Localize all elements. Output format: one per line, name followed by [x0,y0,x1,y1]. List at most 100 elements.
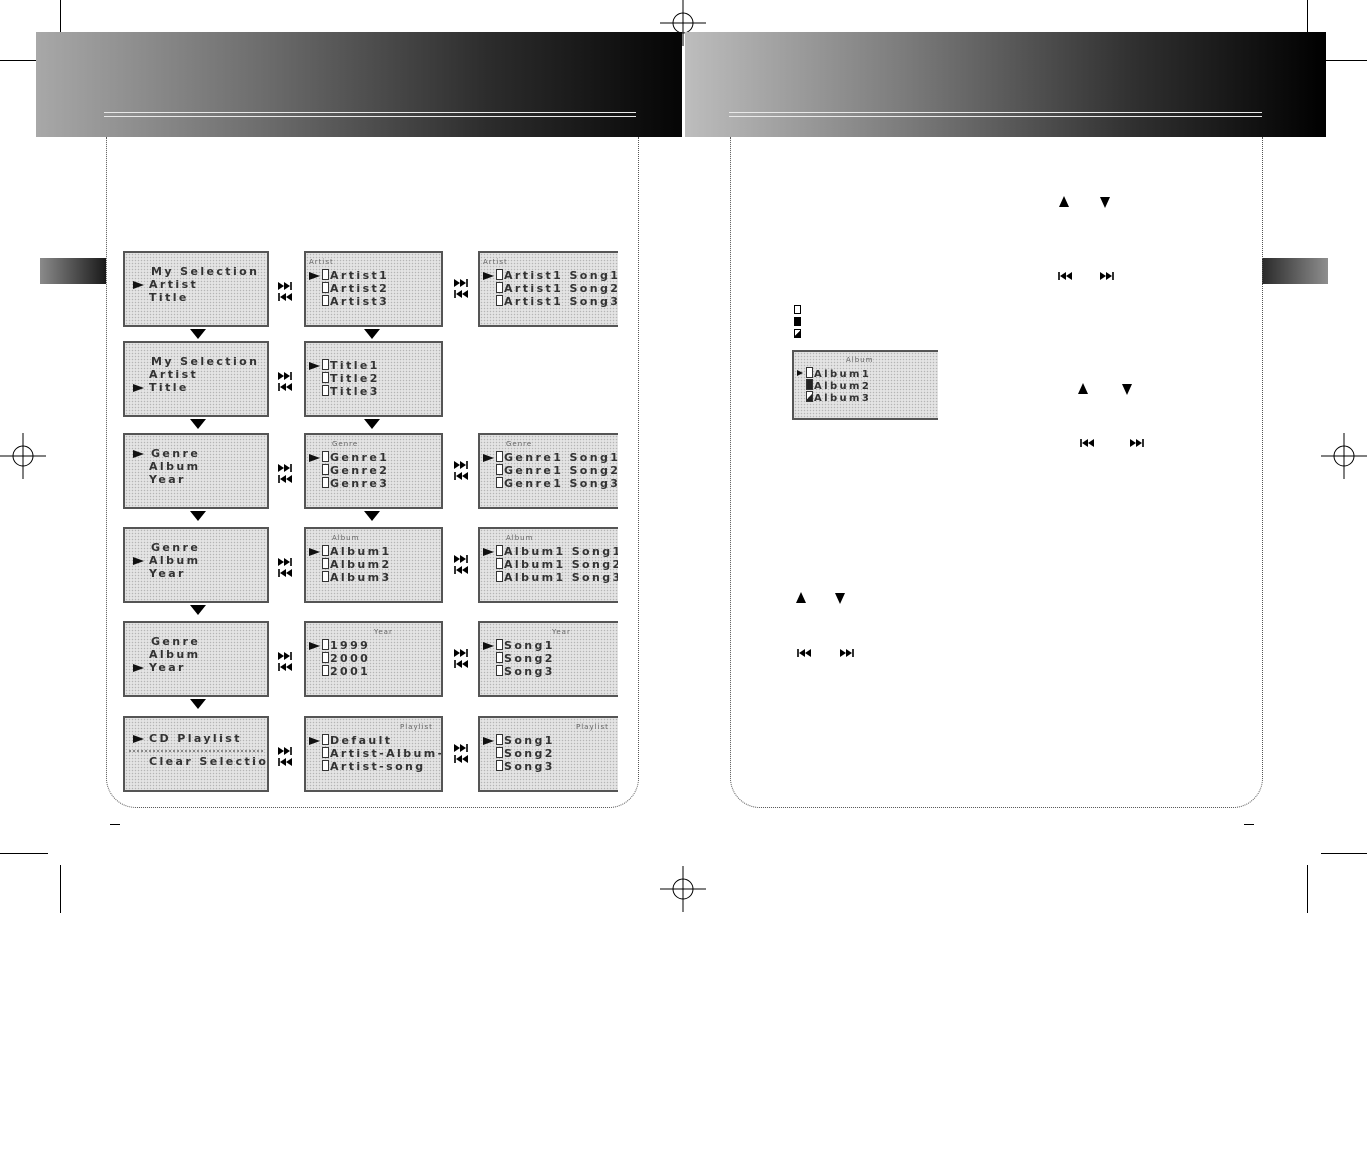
screen-header: Album [506,534,534,542]
registration-mark-icon [660,0,706,46]
selection-pointer-icon [309,454,320,462]
list-item-label: Artist-song [330,760,426,773]
list-item-label: Artist1 Song1 [504,269,618,282]
down-arrow-icon [364,329,380,339]
selection-pointer-icon [133,450,144,458]
screen-header: Year [552,628,571,636]
registration-mark-icon [0,433,46,479]
skip-back-icon [454,660,468,676]
selection-pointer-icon [309,362,320,370]
list-item: Genre2 [322,464,389,477]
down-arrow-icon [190,605,206,615]
checkbox-icon [496,269,503,280]
left-page-frame [106,137,639,808]
up-arrow-icon [796,592,806,603]
crop-mark [60,865,61,913]
menu-option-label: Genre [151,541,201,554]
checkbox-icon [322,464,329,475]
crop-mark [1307,865,1308,913]
checkbox-icon [322,760,329,771]
list-item-label: Artist2 [330,282,390,295]
down-arrow-icon [364,419,380,429]
list-item-label: Song1 [504,734,555,747]
list-item: Album3 [806,391,871,405]
checkbox-icon [322,282,329,293]
list-item: Genre1 [322,451,389,464]
checkbox-icon [322,385,329,396]
list-item-label: Title3 [330,385,380,398]
menu-option-label: Album [149,648,201,661]
checkbox-icon [496,665,503,676]
checkbox-icon [496,652,503,663]
menu-option-label: Artist [149,278,199,291]
checkbox-icon [322,477,329,488]
skip-back-icon [454,566,468,582]
checkbox-icon [806,367,813,378]
menu-option-label: Title [149,291,189,304]
skip-forward-icon [1128,439,1144,455]
list-item: Artist1 Song1 [496,269,618,282]
left-side-tab [40,258,106,284]
selection-pointer-icon [309,272,320,280]
selection-pointer-icon [133,281,144,289]
list-item-label: Album3 [330,571,392,584]
list-item-label: Genre3 [330,477,390,490]
list-item-label: 2001 [330,665,371,678]
list-item: Song1 [496,639,555,652]
menu-option-label: Album [149,460,201,473]
checkbox-icon [322,734,329,745]
skip-back-icon [454,290,468,306]
list-item-label: 1999 [330,639,371,652]
left-page-header [36,32,682,137]
down-arrow-icon [190,329,206,339]
registration-mark-icon [660,866,706,912]
checkbox-icon [496,639,503,650]
menu-option-label: Year [149,473,186,486]
up-arrow-icon [1078,383,1088,394]
down-arrow-icon [190,511,206,521]
crop-mark [60,0,61,46]
down-arrow-icon [190,699,206,709]
list-item-label: Genre1 Song2 [504,464,618,477]
menu-option: Genre [151,541,200,554]
skip-forward-icon [278,747,292,763]
list-item: 2001 [322,665,370,678]
skip-forward-icon [278,372,292,388]
screen-header: Artist [309,258,334,266]
skip-back-icon [1078,439,1094,455]
selection-pointer-icon [483,642,494,650]
skip-forward-icon [278,558,292,574]
list-item-label: Song1 [504,639,555,652]
up-arrow-icon [1059,196,1069,207]
list-item-label: Album1 Song1 [504,545,618,558]
list-item: Album3 [322,571,392,584]
list-item-label: Album1 Song3 [504,571,618,584]
skip-forward-icon [278,464,292,480]
screen-header: Genre [506,440,533,448]
down-arrow-icon [1122,384,1132,395]
menu-option-label: Genre [151,635,201,648]
skip-forward-icon [454,649,468,665]
menu-option: Genre [151,447,200,460]
down-arrow-icon [1100,197,1110,208]
skip-forward-icon [278,282,292,298]
list-item: Artist1 Song2 [496,282,618,295]
list-item-label: Default [330,734,393,747]
checkbox-icon [806,391,813,402]
skip-forward-icon [454,744,468,760]
list-item-label: Artist1 [330,269,390,282]
checkbox-icon [496,282,503,293]
